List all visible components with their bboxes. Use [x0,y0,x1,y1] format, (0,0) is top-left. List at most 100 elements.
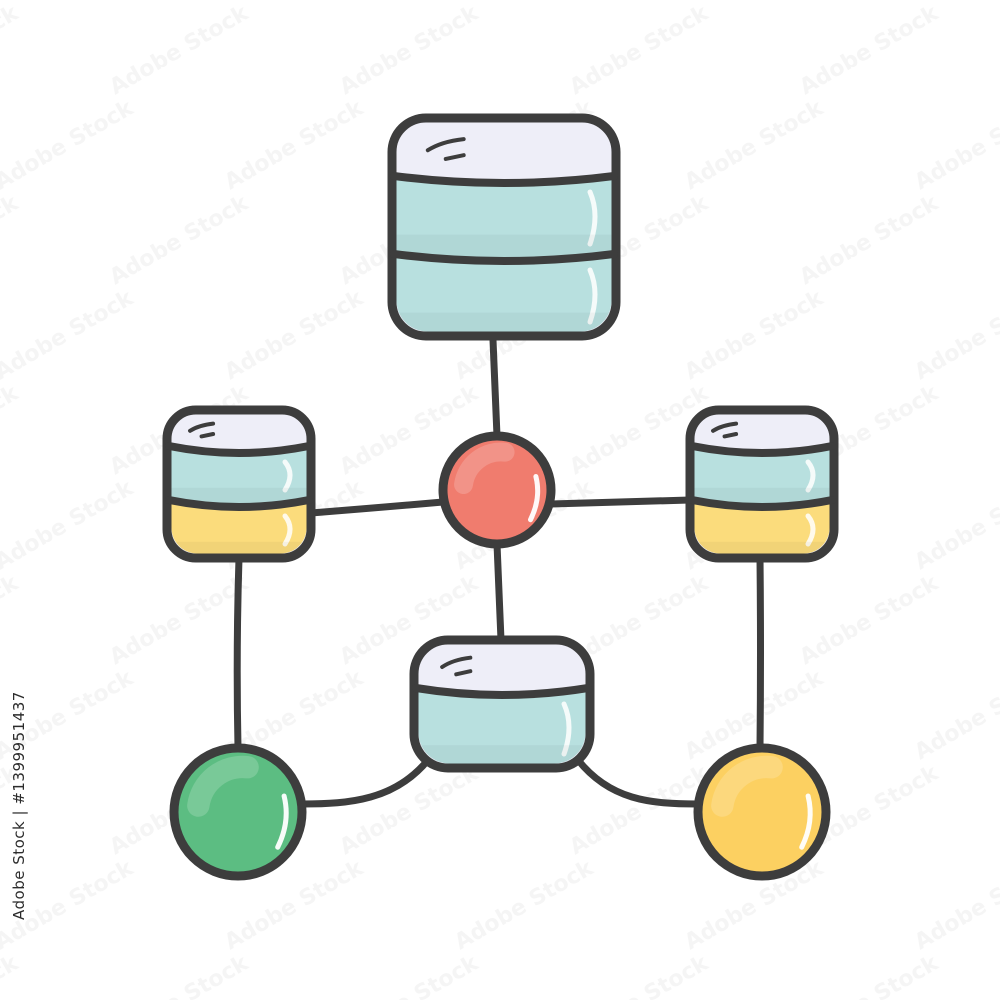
lid-highlight [440,655,473,670]
right-database [685,405,839,563]
top-database [387,113,621,341]
watermark-text: Adobe Stock [106,950,254,1000]
node-gloss [527,474,541,523]
lid-highlight [199,432,216,439]
lid-highlight [443,153,466,161]
edge-right-database-to-yellow-node [756,554,764,752]
watermark-text: Adobe Stock [681,285,829,385]
layer-highlight [587,189,598,247]
database-layers [396,180,612,332]
layer-shade [396,312,612,332]
layer-highlight [561,701,572,757]
watermark-text: Adobe Stock [106,190,254,290]
yellow-node [693,743,831,881]
watermark-text: Adobe Stock [451,855,599,955]
database-layer-teal [418,692,586,764]
watermark-text: Adobe Stock [911,285,1000,385]
database-layer-teal [396,258,612,332]
edge-bottom-database-to-yellow-node [574,756,702,808]
node-gloss [799,793,813,850]
database-layers [694,450,830,554]
left-database [162,405,316,563]
node-gloss [275,793,289,850]
lid-highlight [188,421,216,433]
green-node-circle [169,743,307,881]
watermark-text: Adobe Stock [0,0,24,100]
watermark-text: Adobe Stock [911,95,1000,195]
watermark-text: Adobe Stock [0,190,24,290]
watermark-text: Adobe Stock [0,285,139,385]
watermark-text: Adobe Stock [911,665,1000,765]
layer-shade [171,487,307,504]
watermark-text: Adobe Stock [106,0,254,100]
layer-shade [396,234,612,258]
layer-shade [171,541,307,554]
edge-center-hub-to-bottom-database [493,540,505,644]
watermark-text: Adobe Stock [221,95,369,195]
watermark-text: Adobe Stock [796,0,944,100]
watermark-text: Adobe Stock [0,0,139,5]
database-rim [412,684,592,699]
watermark-text: Adobe Stock [106,570,254,670]
database-layers [418,692,586,764]
layer-shade [694,541,830,554]
database-rim [165,496,313,511]
watermark-text: Adobe Stock [681,0,829,5]
watermark-text: Adobe Stock [796,190,944,290]
watermark-text: Adobe Stock [336,950,484,1000]
layer-shade [694,487,830,504]
connector-lines [233,336,764,808]
watermark-text: Adobe Stock [681,95,829,195]
watermark-text: Adobe Stock [566,0,714,100]
node-tint [187,755,259,817]
watermark-text: Adobe Stock [0,380,24,480]
database-layer-teal [694,450,830,506]
node-tint [454,442,515,495]
watermark-text: Adobe Stock [451,0,599,5]
database-rim [688,496,836,511]
database-layer-teal [396,180,612,260]
database-layers [171,450,307,554]
watermark-text: Adobe Stock [221,0,369,5]
layer-shade [418,745,586,764]
database-layer-teal [171,450,307,506]
watermark-text: Adobe Stock [221,285,369,385]
database-rim [688,442,836,457]
watermark-text: Adobe Stock [566,950,714,1000]
lid-highlight [722,432,739,439]
node-tint [711,755,783,817]
watermark-text: Adobe Stock [0,475,139,575]
lid-highlight [425,137,466,153]
lid-highlight [711,421,739,433]
layer-highlight [805,459,816,493]
database-rim [165,442,313,457]
diagram-nodes [162,113,839,881]
edge-left-database-to-green-node [233,554,243,752]
watermark-text: Adobe Stock [0,95,139,195]
layer-highlight [805,513,816,547]
bottom-database [409,635,595,773]
watermark-text: Adobe Stock [336,0,484,100]
watermark-text: Adobe Stock [796,950,944,1000]
green-node [169,743,307,881]
database-rim [390,250,618,265]
watermark-text: Adobe Stock [911,855,1000,955]
watermark-text: Adobe Stock [0,570,24,670]
layer-highlight [282,459,293,493]
layer-highlight [587,267,598,325]
stock-id-watermark: Adobe Stock | #1399951437 [10,691,28,920]
edge-right-database-to-center-hub [547,496,694,508]
lid-highlight [454,669,473,677]
edge-left-database-to-center-hub [307,498,447,517]
watermark-text: Adobe Stock [911,475,1000,575]
layer-highlight [282,513,293,547]
edge-bottom-database-to-green-node [298,756,432,808]
yellow-node-circle [693,743,831,881]
watermark-text: Adobe Stock [0,950,24,1000]
edge-top-database-to-center-hub [489,336,501,440]
red-node-circle [438,431,556,549]
database-rim [390,172,618,187]
center-hub [438,431,556,549]
